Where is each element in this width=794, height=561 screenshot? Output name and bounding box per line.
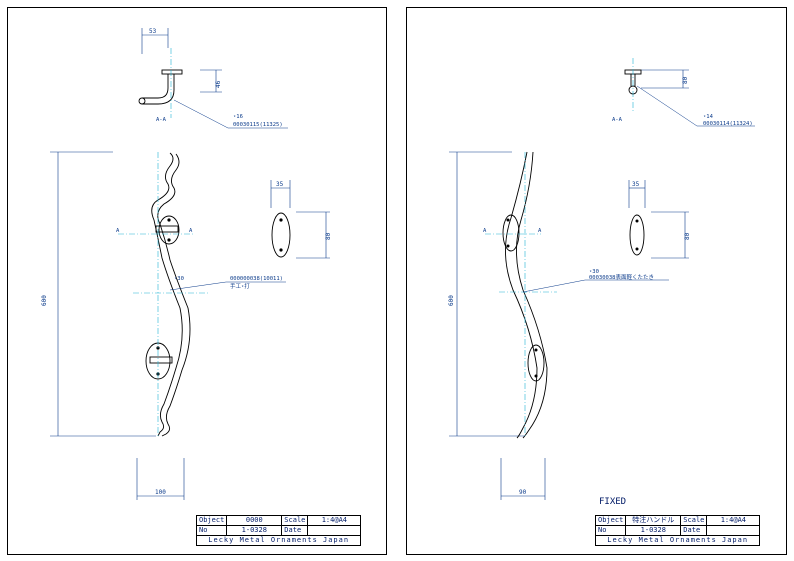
dim-plate-width-right: 35 [632,181,640,188]
leader-mid-right [522,279,669,293]
overall-height-dimension [50,151,156,437]
plate-hole-bottom-right [635,247,639,251]
leader-top-right [636,85,755,127]
company-name-right: Lecky Metal Ornaments Japan [594,535,761,546]
annotation-top-radius: ⋆16 [233,114,243,120]
no-value-right: 1-0328 [625,525,682,536]
top-dimension-lines [141,28,222,93]
dim-top-height: 46 [215,80,222,88]
handle-front-view-right [502,151,548,439]
date-label-right: Date [680,525,708,536]
annotation-top-code: 00030115(11325) [233,122,283,128]
screw-holes-right [506,218,538,378]
scale-label: Scale [281,515,309,526]
overall-height-dimension-right [449,151,525,437]
drawing-sheet-right: 80 A-A ⋆14 00030114(11324) 600 [406,7,787,555]
dim-plate-height: 80 [325,232,332,240]
dim-plate-width: 35 [276,181,284,188]
top-dimension-lines-right [641,69,689,89]
bottom-width-dimension-right [500,458,546,500]
date-value [307,525,362,536]
mounting-plate [271,212,291,258]
object-label: Object [195,515,228,526]
annotation-mid-radius-right: ⋆30 [589,269,599,275]
section-marker-right: A [189,228,193,234]
no-label-right: No [594,525,627,536]
section-marker-right-right: A [538,228,542,234]
fixed-label: FIXED [599,497,627,507]
date-label: Date [281,525,309,536]
scale-label-right: Scale [680,515,708,526]
company-name: Lecky Metal Ornaments Japan [195,535,362,546]
top-view-part [138,69,183,105]
title-block-right: Object 特注ハンドル Scale 1:4@A4 No 1-0328 Dat… [594,515,761,546]
annotation-top-code-right: 00030114(11324) [703,121,753,127]
date-value-right [706,525,761,536]
plate-hole-top [279,218,283,222]
dim-bottom-width: 100 [155,489,166,496]
left-drawing-canvas: 53 46 A-A ⋆16 00030115(11325) 600 [41,28,332,500]
title-block-left: Object 0000 Scale 1:4@A4 No 1-0328 Date … [195,515,362,546]
scale-value-right: 1:4@A4 [706,515,761,526]
dim-overall-height: 600 [41,295,48,306]
dim-top-width: 53 [149,28,157,35]
drawing-sheet-left: 53 46 A-A ⋆16 00030115(11325) 600 [7,7,387,555]
no-label: No [195,525,228,536]
plate-hole-bottom [279,248,283,252]
object-value: 0000 [226,515,283,526]
dim-bottom-width-right: 90 [519,489,527,496]
object-value-right: 特注ハンドル [625,515,682,526]
right-drawing-canvas: 80 A-A ⋆14 00030114(11324) 600 [448,58,755,500]
section-marker-left-right: A [483,228,487,234]
handle-front-view [145,152,191,437]
annotation-mid-note: 手工⋆打 [230,282,250,290]
section-label-top-right: A-A [612,117,623,123]
plate-dimensions [270,180,330,259]
dim-plate-height-right: 80 [684,232,691,240]
annotation-mid-code: 000000038(10011) [230,276,283,282]
annotation-top-radius-right: ⋆14 [703,114,714,120]
leader-mid [169,281,286,291]
scale-value: 1:4@A4 [307,515,362,526]
plate-dimensions-right [628,180,689,259]
annotation-mid-code-right: 00030038表面軽くたたき [589,273,654,281]
leader-top [173,99,288,129]
mounting-plate-right [629,214,645,256]
section-label-top: A-A [156,117,167,123]
dim-top-height-right: 80 [682,76,689,84]
annotation-mid-radius: ⋆30 [174,276,184,282]
no-value: 1-0328 [226,525,283,536]
object-label-right: Object [594,515,627,526]
bottom-width-dimension [136,458,185,500]
section-marker-left: A [116,228,120,234]
plate-hole-top-right [635,219,639,223]
dim-overall-height-right: 600 [448,295,455,306]
